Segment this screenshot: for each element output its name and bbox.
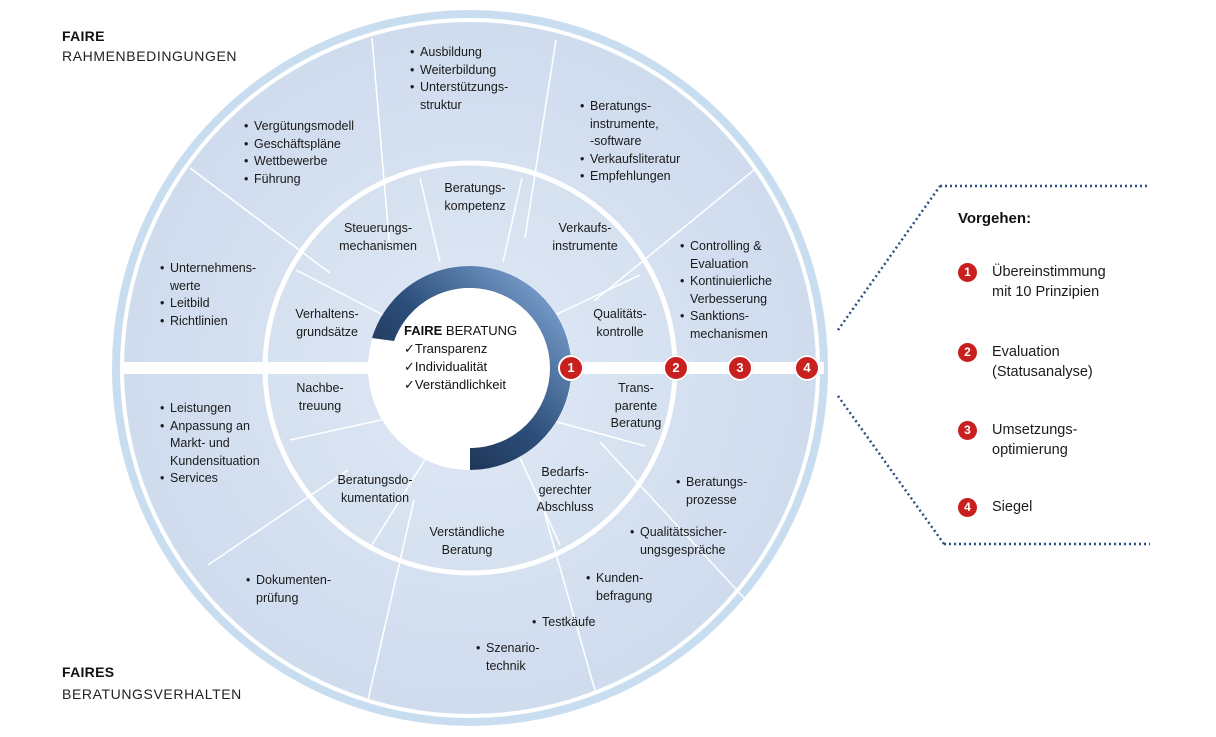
outer-list-right-upper: Controlling & Evaluation Kontinuierliche…: [680, 238, 815, 343]
inner-dividers: [289, 177, 646, 546]
center-item: ✓Verständlichkeit: [404, 377, 506, 392]
outer-item: Beratungs- instrumente, -software: [580, 98, 730, 151]
inner-label-beratungsdokumentation: Beratungsdo- kumentation: [337, 473, 413, 505]
outer-item: Richtlinien: [160, 313, 290, 331]
outer-item: Unternehmens- werte: [160, 260, 290, 295]
inner-label-qualitaetskontrolle: Qualitäts- kontrolle: [593, 307, 647, 339]
axis-step-marker: 3: [727, 355, 753, 381]
panel-title: Vorgehen:: [958, 210, 1032, 227]
panel-step-text: Evaluation (Statusanalyse): [992, 344, 1093, 380]
axis-step-marker: 4: [794, 355, 820, 381]
panel-step-text: Siegel: [992, 499, 1033, 515]
outer-item: Unterstützungs- struktur: [410, 79, 560, 114]
panel-step: 4 Siegel: [958, 497, 1178, 519]
outer-item: Anpassung an Markt- und Kundensituation: [160, 418, 295, 471]
center-text: FAIRE BERATUNG ✓Transparenz ✓Individuali…: [404, 322, 554, 394]
outer-list-top-right: Beratungs- instrumente, -software Verkau…: [580, 98, 730, 186]
panel-step: 3 Umsetzungs- optimierung: [958, 420, 1178, 462]
top-corner-subtitle: RAHMENBEDINGUNGEN: [62, 48, 238, 64]
outer-item: Geschäftspläne: [244, 136, 394, 154]
outer-item: Services: [160, 470, 295, 488]
outer-item: Testkäufe: [532, 614, 632, 632]
inner-label-beratungskompetenz: Beratungs- kompetenz: [444, 181, 506, 213]
center-inner-white: [390, 288, 550, 448]
outer-item: Controlling & Evaluation: [680, 238, 815, 273]
outer-item: Leitbild: [160, 295, 290, 313]
outer-item: Empfehlungen: [580, 168, 730, 186]
outer-item: Beratungs- prozesse: [676, 474, 786, 509]
outer-list-left-upper: Unternehmens- werte Leitbild Richtlinien: [160, 260, 290, 330]
outer-list-top-center: Ausbildung Weiterbildung Unterstützungs-…: [410, 44, 560, 114]
center-title-rest: BERATUNG: [442, 323, 518, 338]
panel-step-number: 4: [958, 498, 977, 517]
center-title-bold: FAIRE: [404, 323, 443, 338]
panel-step-text: Umsetzungs- optimierung: [992, 422, 1078, 458]
outer-list-bottom-right-1: Testkäufe: [532, 614, 632, 632]
outer-item: Verkaufsliteratur: [580, 151, 730, 169]
panel-step-number: 2: [958, 343, 977, 362]
center-item: ✓Transparenz: [404, 341, 488, 356]
axis-step-marker: 1: [558, 355, 584, 381]
outer-item: Leistungen: [160, 400, 295, 418]
outer-item: Szenario- technik: [476, 640, 576, 675]
panel-step-text: Übereinstimmung mit 10 Prinzipien: [992, 264, 1106, 300]
outer-list-bottom-right-2: Kunden- befragung: [586, 570, 696, 605]
outer-list-bottom-center: Szenario- technik: [476, 640, 576, 675]
bottom-corner-subtitle: BERATUNGSVERHALTEN: [62, 686, 242, 702]
inner-label-steuerungsmechanismen: Steuerungs- mechanismen: [339, 221, 417, 253]
panel-step-number: 1: [958, 263, 977, 282]
inner-label-nachbetreuung: Nachbe- treuung: [296, 381, 344, 413]
center-title: FAIRE BERATUNG: [404, 322, 554, 340]
outer-item: Dokumenten- prüfung: [246, 572, 366, 607]
outer-item: Vergütungsmodell: [244, 118, 394, 136]
panel-step-number: 3: [958, 421, 977, 440]
outer-list-bottom-right-3: Qualitätssicher- ungsgespräche: [630, 524, 770, 559]
panel-step: 1 Übereinstimmung mit 10 Prinzipien: [958, 262, 1178, 304]
axis-step-marker: 2: [663, 355, 689, 381]
outer-list-top-left: Vergütungsmodell Geschäftspläne Wettbewe…: [244, 118, 394, 188]
inner-label-verstaendliche-beratung: Verständliche Beratung: [429, 525, 505, 557]
inner-label-verkaufsinstrumente: Verkaufs- instrumente: [552, 221, 618, 253]
outer-list-left-lower: Leistungen Anpassung an Markt- und Kunde…: [160, 400, 295, 488]
inner-label-bedarfsgerechter-abschluss: Bedarfs- gerechter Abschluss: [536, 465, 594, 514]
center-item: ✓Individualität: [404, 359, 488, 374]
outer-list-right-lower: Beratungs- prozesse: [676, 474, 786, 509]
bottom-corner-title: FAIRES: [62, 664, 115, 680]
inner-label-transparente-beratung: Trans- parente Beratung: [610, 381, 662, 430]
outer-item: Sanktions- mechanismen: [680, 308, 815, 343]
outer-item: Ausbildung: [410, 44, 560, 62]
outer-item: Führung: [244, 171, 394, 189]
outer-item: Wettbewerbe: [244, 153, 394, 171]
outer-list-bottom-left: Dokumenten- prüfung: [246, 572, 366, 607]
outer-item: Kontinuierliche Verbesserung: [680, 273, 815, 308]
outer-item: Qualitätssicher- ungsgespräche: [630, 524, 770, 559]
inner-label-verhaltensgrundsaetze: Verhaltens- grundsätze: [295, 307, 359, 339]
top-corner-title: FAIRE: [62, 28, 105, 44]
outer-item: Weiterbildung: [410, 62, 560, 80]
outer-item: Kunden- befragung: [586, 570, 696, 605]
panel-step: 2 Evaluation (Statusanalyse): [958, 342, 1178, 384]
